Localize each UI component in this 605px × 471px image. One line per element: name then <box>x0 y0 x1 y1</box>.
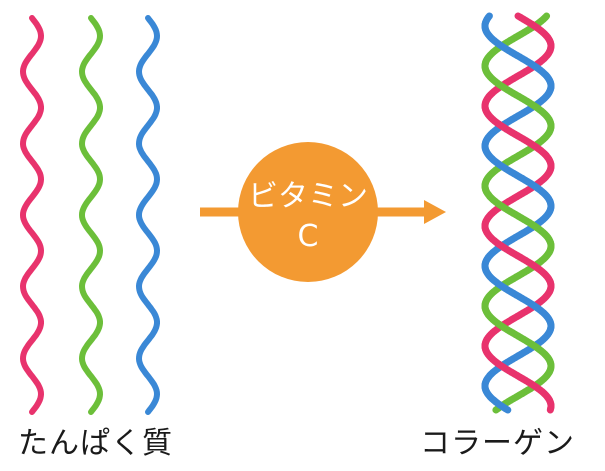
protein-caption: たんぱく質 <box>18 426 173 461</box>
vitamin-c-circle <box>238 142 378 282</box>
collagen-caption: コラーゲン <box>420 426 575 461</box>
blue-protein-strand <box>135 15 161 415</box>
pink-helix-strand <box>514 252 524 261</box>
vitamin-label-line2: C <box>298 219 319 254</box>
green-protein-strand <box>78 15 104 415</box>
pink-helix-strand <box>513 372 524 381</box>
protein-strands <box>19 15 161 415</box>
arrow-head-icon <box>424 200 446 224</box>
blue-helix-strand <box>512 291 523 301</box>
vitamin-label-line1: ビタミン <box>248 179 368 214</box>
green-helix-strand <box>541 12 551 22</box>
green-helix-strand <box>512 211 522 220</box>
green-helix-strand <box>492 404 502 414</box>
pink-protein-strand <box>19 15 45 415</box>
blue-helix-strand <box>513 51 524 61</box>
collagen-triple-helix <box>481 12 555 414</box>
green-helix-strand <box>512 91 523 100</box>
green-helix-strand <box>511 331 522 340</box>
blue-helix-strand <box>513 171 523 181</box>
pink-helix-strand <box>514 12 525 22</box>
blue-helix-strand <box>501 404 512 414</box>
pink-helix-strand <box>514 132 525 141</box>
vitamin-c-arrow: ビタミン C <box>200 142 446 282</box>
